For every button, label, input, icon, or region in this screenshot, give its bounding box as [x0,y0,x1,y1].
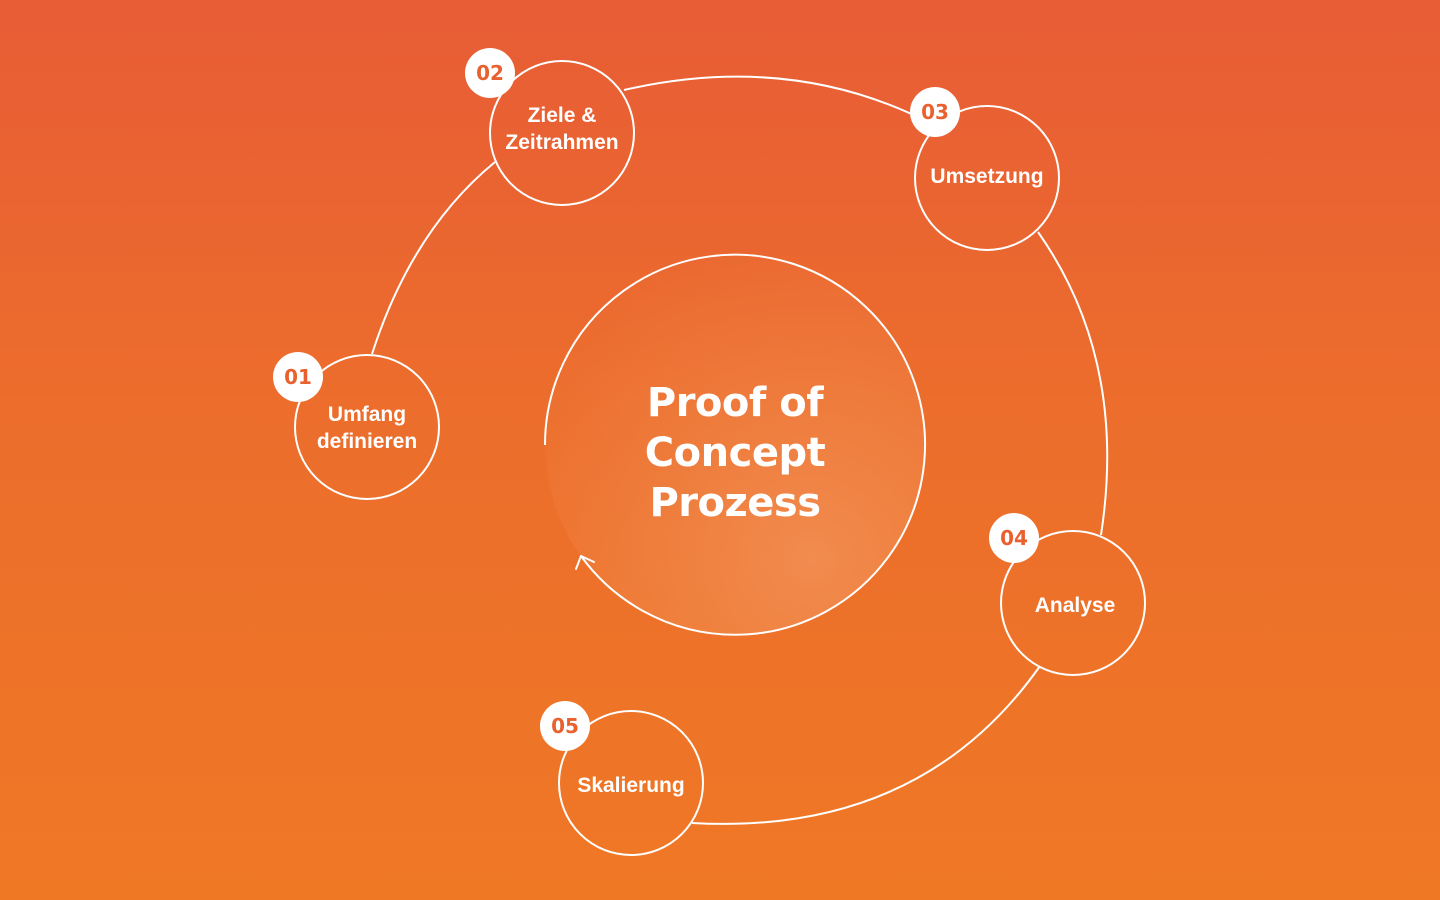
step-04-label-line-1: Analyse [1034,594,1116,617]
arc-04-05 [691,665,1041,825]
step-01-label-line-1: Umfang [327,403,407,426]
step-circle-01 [294,354,440,500]
step-number-04: 04 [989,513,1039,563]
title-line-1: Proof of [646,380,824,426]
connector-arcs [371,75,1109,825]
step-label-04: Analyse [995,592,1155,619]
step-number-01: 01 [273,352,323,402]
step-circle-02 [489,60,635,206]
step-number-05: 05 [540,701,590,751]
arc-03-04 [1037,231,1109,536]
step-03-label-line-1: Umsetzung [930,165,1044,188]
step-label-05: Skalierung [551,772,711,799]
step-circles [294,60,1146,856]
cycle-arrow-icon [575,555,595,570]
step-circle-05 [558,710,704,856]
step-05-label-line-1: Skalierung [577,774,685,797]
title-line-2: Concept [644,430,826,476]
arc-02-03 [623,75,929,123]
step-02-label-line-1: Ziele & [527,104,597,127]
step-label-01: Umfang definieren [287,401,447,455]
arc-01-02 [371,161,496,355]
step-label-03: Umsetzung [907,163,1067,190]
center-circle-arc [544,253,926,636]
diagram-title: Proof of Concept Prozess [545,378,925,528]
title-line-3: Prozess [649,480,821,526]
step-label-02: Ziele & Zeitrahmen [482,102,642,156]
step-01-label-line-2: definieren [316,430,418,453]
center-circle-fill [545,255,925,635]
step-02-label-line-2: Zeitrahmen [505,131,619,154]
step-number-02: 02 [465,48,515,98]
step-circle-04 [1000,530,1146,676]
center-circle [544,253,926,636]
step-number-03: 03 [910,87,960,137]
step-circle-03 [914,105,1060,251]
